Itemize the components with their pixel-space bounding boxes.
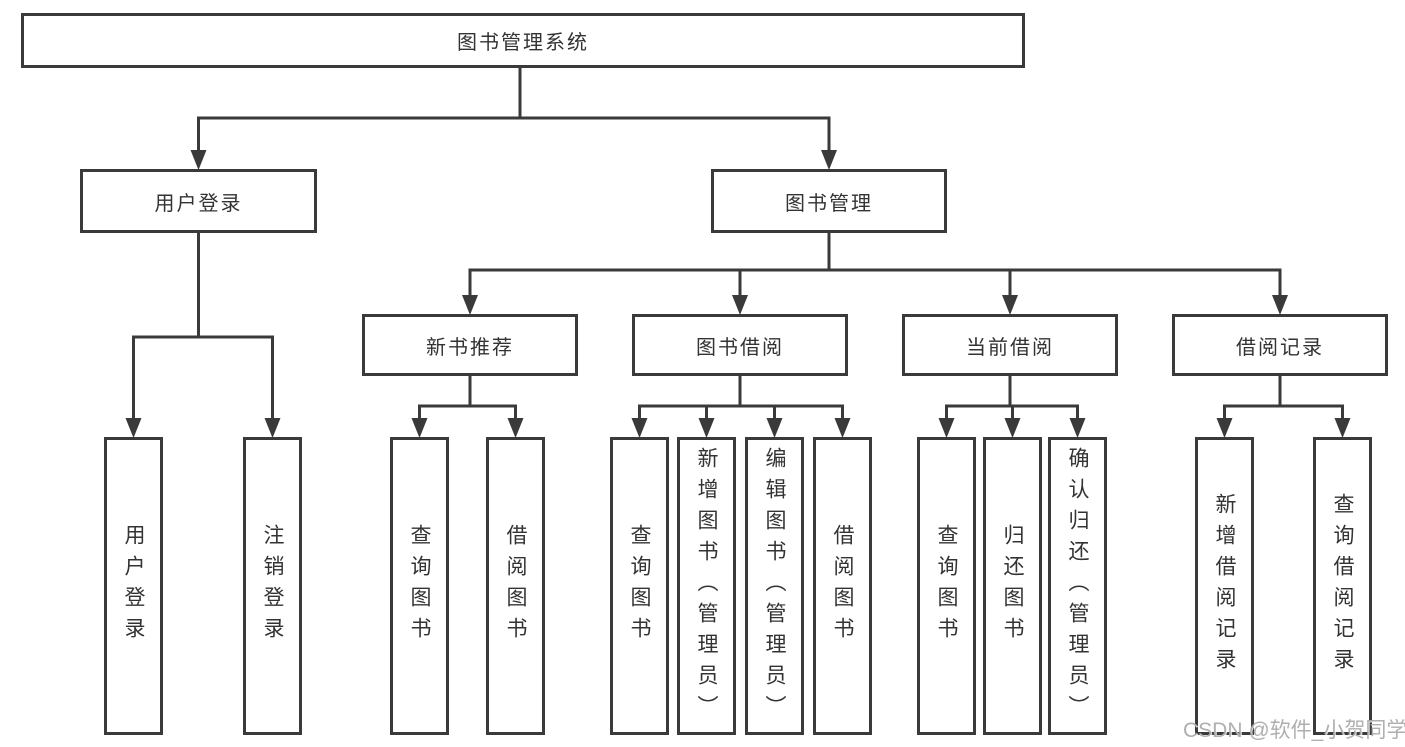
leaf-borrow-books: 借阅图书 xyxy=(813,437,872,735)
leaf-confirm-return-admin: 确认归还（管理员） xyxy=(1048,437,1107,735)
node-book-management: 图书管理 xyxy=(711,169,947,233)
node-label: 查询借阅记录 xyxy=(1331,493,1355,679)
node-new-book-recommendation: 新书推荐 xyxy=(362,314,578,376)
node-label: 归还图书 xyxy=(1001,524,1025,648)
node-label: 编辑图书（管理员） xyxy=(763,446,787,726)
node-label: 图书借阅 xyxy=(696,336,784,359)
node-label: 确认归还（管理员） xyxy=(1066,446,1090,726)
leaf-logout: 注销登录 xyxy=(243,437,302,735)
leaf-add-books-admin: 新增图书（管理员） xyxy=(677,437,736,735)
leaf-edit-books-admin: 编辑图书（管理员） xyxy=(745,437,804,735)
leaf-query-books-current: 查询图书 xyxy=(917,437,976,735)
node-label: 查询图书 xyxy=(935,524,959,648)
node-label: 借阅记录 xyxy=(1236,336,1324,359)
node-current-borrowing: 当前借阅 xyxy=(902,314,1118,376)
csdn-watermark: CSDN @软件_小贺同学 xyxy=(1183,719,1405,742)
node-borrowing-records: 借阅记录 xyxy=(1172,314,1388,376)
node-user-login: 用户登录 xyxy=(80,169,317,233)
node-label: 新书推荐 xyxy=(426,336,514,359)
leaf-user-login: 用户登录 xyxy=(104,437,163,735)
node-label: 用户登录 xyxy=(154,192,243,215)
node-label: 借阅图书 xyxy=(504,524,528,648)
node-label: 注销登录 xyxy=(261,524,285,648)
leaf-return-books: 归还图书 xyxy=(983,437,1042,735)
node-label: 借阅图书 xyxy=(831,524,855,648)
node-label: 查询图书 xyxy=(408,524,432,648)
node-label: 用户登录 xyxy=(122,524,146,648)
node-label: 图书管理系统 xyxy=(457,32,589,54)
leaf-query-borrow-record: 查询借阅记录 xyxy=(1313,437,1372,735)
leaf-query-books-recommend: 查询图书 xyxy=(390,437,449,735)
node-library-management-system: 图书管理系统 xyxy=(21,13,1025,68)
leaf-borrow-books-recommend: 借阅图书 xyxy=(486,437,545,735)
leaf-query-books-borrow: 查询图书 xyxy=(610,437,669,735)
node-label: 新增图书（管理员） xyxy=(695,446,719,726)
node-label: 当前借阅 xyxy=(966,336,1054,359)
node-label: 新增借阅记录 xyxy=(1213,493,1237,679)
node-book-borrowing: 图书借阅 xyxy=(632,314,848,376)
leaf-add-borrow-record: 新增借阅记录 xyxy=(1195,437,1254,735)
node-label: 图书管理 xyxy=(785,192,873,215)
node-label: 查询图书 xyxy=(628,524,652,648)
